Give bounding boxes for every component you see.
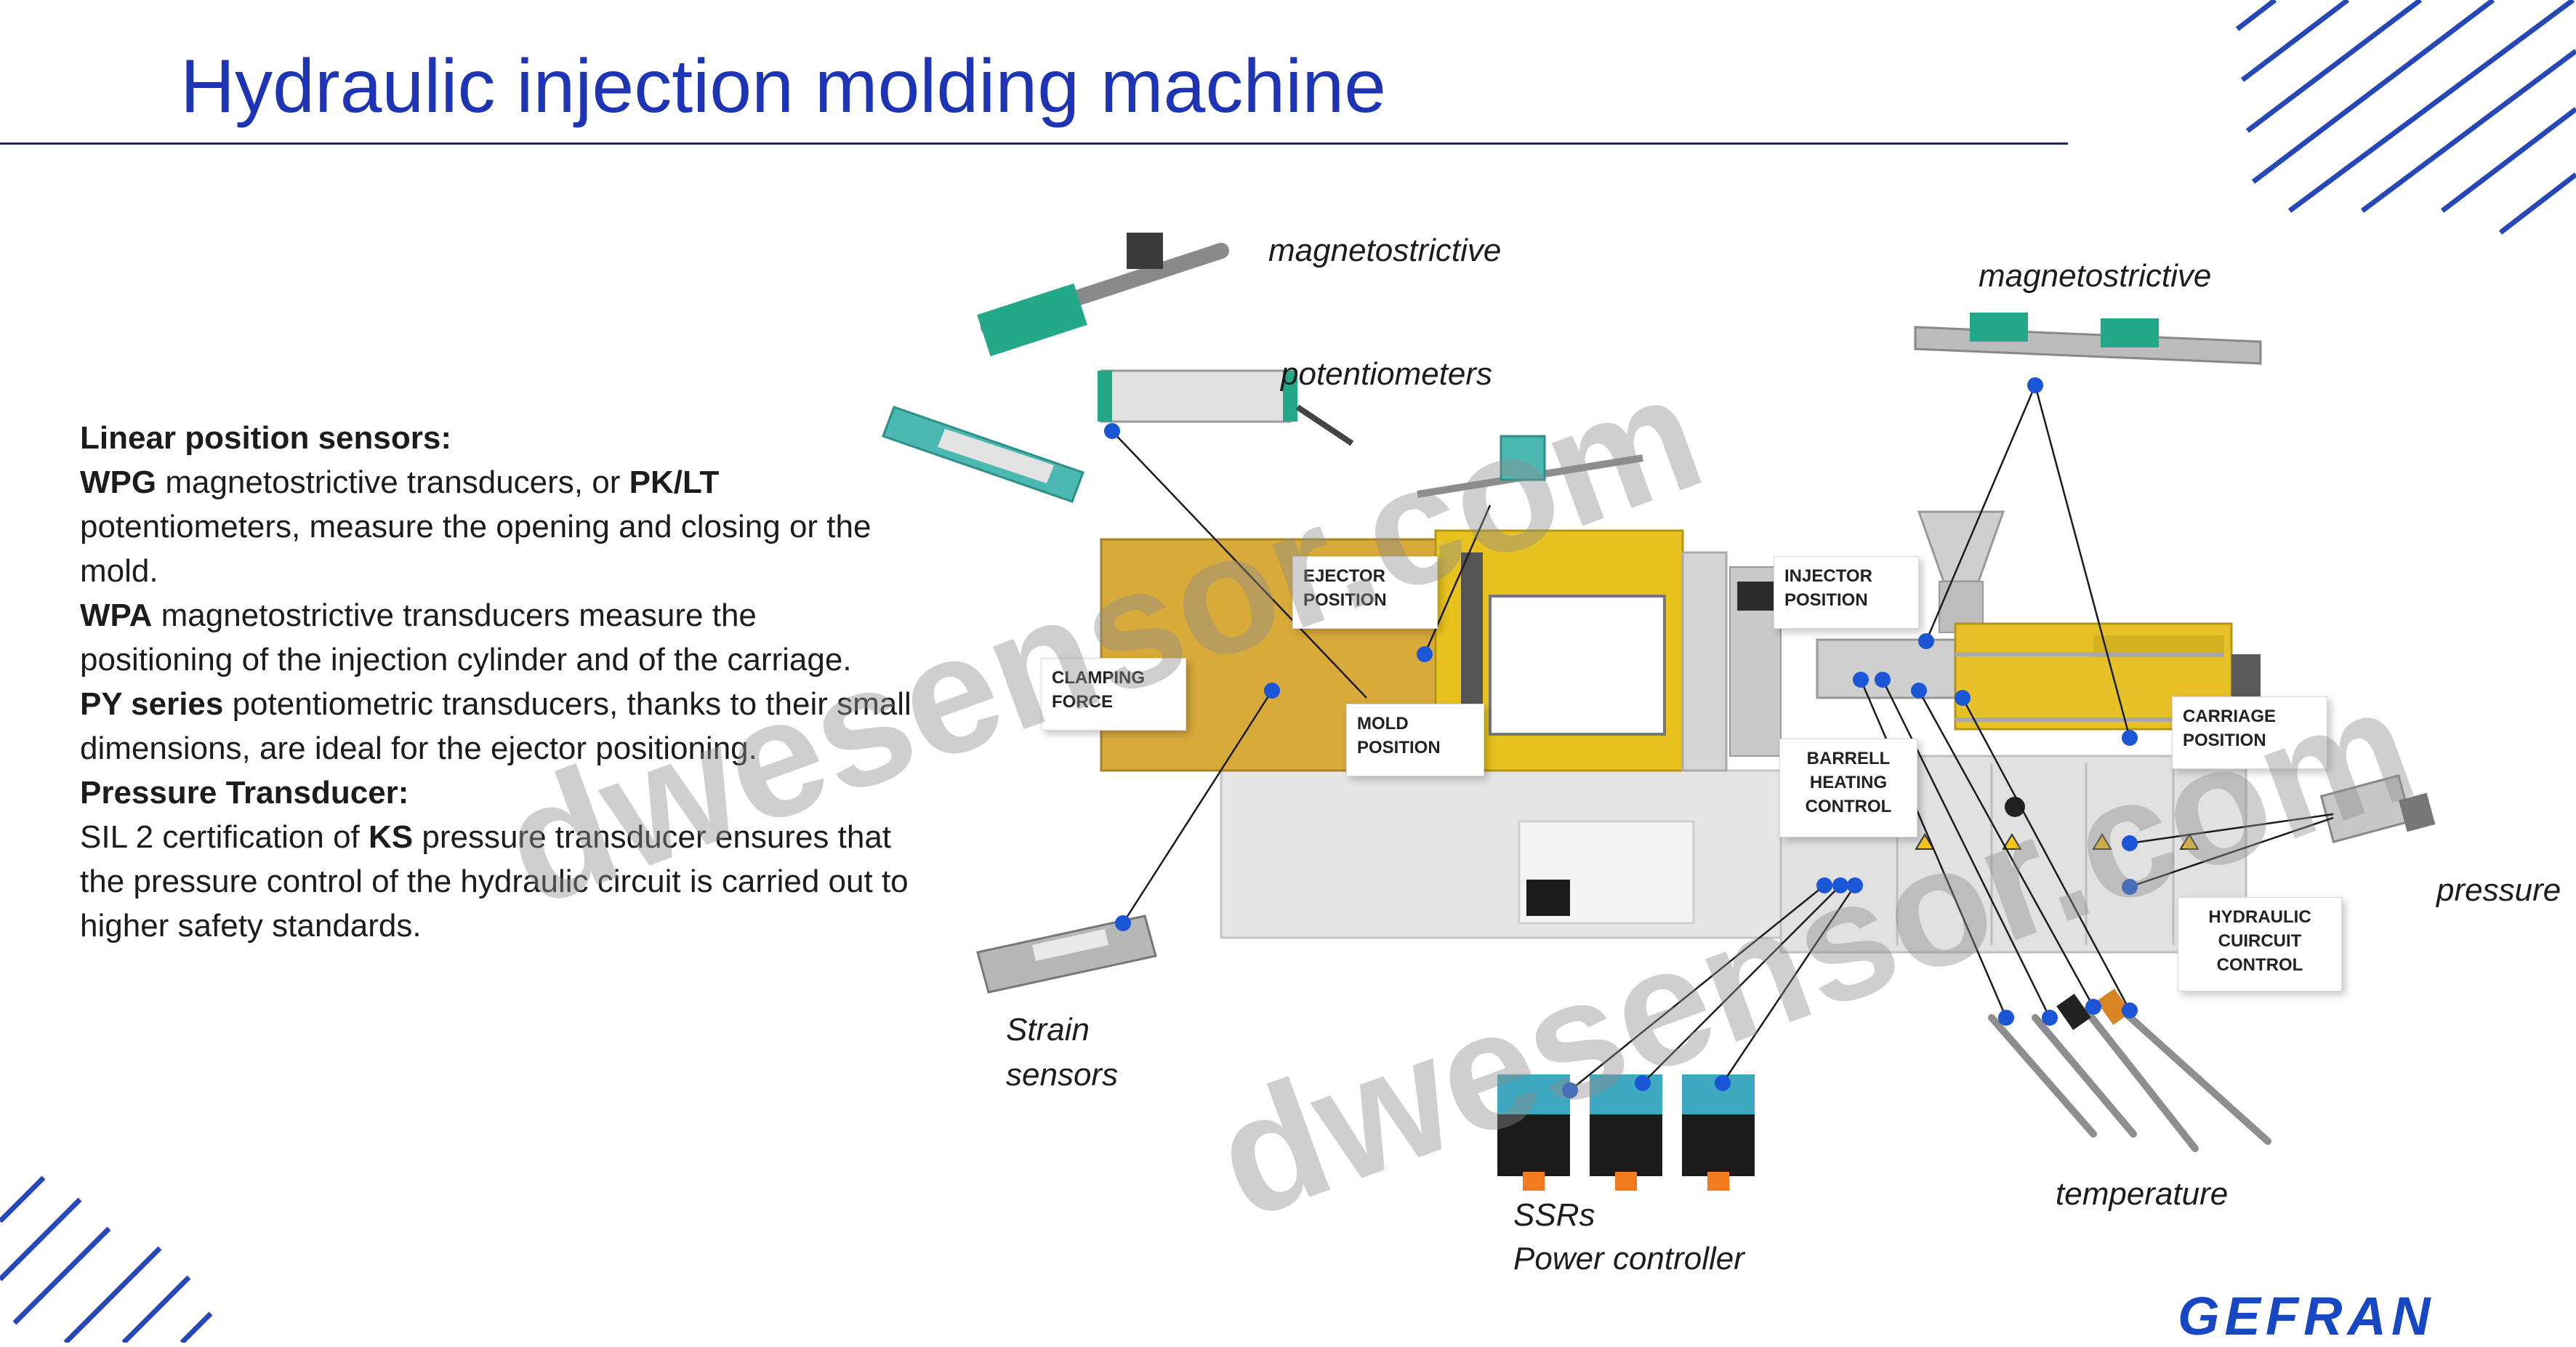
sensor-thermocouples: [1988, 989, 2271, 1152]
label-clamping-force: CLAMPING FORCE: [1041, 658, 1186, 731]
label-barrell-heating-control: BARRELL HEATING CONTROL: [1779, 739, 1917, 837]
sensor-pressure: [2319, 774, 2436, 843]
sil-text-b: pressure transducer ensures that the pre…: [80, 819, 909, 944]
caption-potentiometers: potentiometers: [1281, 356, 1493, 392]
gefran-logo: GEFRAN: [2178, 1286, 2436, 1346]
label-barrell-line1: BARRELL: [1806, 749, 1891, 768]
sensor-magnetostrictive-left: [977, 233, 1229, 357]
label-barrell-line2: HEATING: [1809, 773, 1888, 792]
sensor-potentiometer-left: [882, 406, 1084, 503]
caption-temperature: temperature: [2056, 1176, 2229, 1212]
caption-magnetostrictive-left: magnetostrictive: [1268, 233, 1502, 268]
heading-linear-sensors: Linear position sensors:: [80, 420, 451, 456]
label-hydraulic-circuit-control: HYDRAULIC CUIRCUIT CONTROL: [2178, 897, 2342, 992]
label-clamping-line2: FORCE: [1052, 692, 1113, 712]
sensor-potentiometer-center: [1098, 369, 1354, 446]
page-title: Hydraulic injection molding machine: [180, 44, 1387, 129]
title-underline: [0, 142, 2068, 145]
label-ejector-line1: EJECTOR: [1303, 566, 1385, 586]
caption-magnetostrictive-right: magnetostrictive: [1979, 258, 2212, 294]
sensor-magnetostrictive-right: [1914, 313, 2262, 365]
label-mold-line2: POSITION: [1357, 738, 1441, 757]
label-injector-line1: INJECTOR: [1784, 566, 1872, 586]
corner-stripes-top-right: [2235, 0, 2576, 235]
label-carriage-line1: CARRIAGE: [2183, 707, 2277, 726]
wpa-text: magnetostrictive transducers measure the…: [80, 598, 852, 677]
label-mold-position: MOLD POSITION: [1346, 704, 1484, 776]
wpg-text-a: magnetostrictive transducers, or: [156, 465, 629, 500]
wpg-text-b: potentiometers, measure the opening and …: [80, 509, 872, 589]
py-text: potentiometric transducers, thanks to th…: [80, 686, 911, 766]
corner-stripes-bottom-left: [0, 1175, 213, 1343]
label-hydraulic-line3: CONTROL: [2216, 955, 2303, 975]
connector-dots: [1104, 377, 2138, 1098]
wpg-name: WPG: [80, 465, 157, 500]
ssr-modules: [1497, 1074, 1755, 1191]
description-text: Linear position sensors: WPG magnetostri…: [80, 416, 916, 948]
label-clamping-line1: CLAMPING: [1052, 668, 1145, 688]
label-carriage-position: CARRIAGE POSITION: [2172, 696, 2327, 769]
pklt-name: PK/LT: [629, 465, 720, 500]
sil-text-a: SIL 2 certification of: [80, 819, 369, 855]
caption-ssrs: SSRs: [1513, 1197, 1595, 1233]
label-carriage-line2: POSITION: [2183, 731, 2266, 750]
ks-name: KS: [369, 819, 414, 855]
caption-pressure: pressure: [2436, 872, 2561, 908]
label-hydraulic-line2: CUIRCUIT: [2218, 931, 2302, 951]
sensor-strain: [976, 914, 1157, 994]
label-ejector-line2: POSITION: [1303, 590, 1387, 610]
label-barrell-line3: CONTROL: [1805, 797, 1892, 816]
heading-pressure-transducer: Pressure Transducer:: [80, 775, 409, 811]
py-name: PY series: [80, 686, 224, 722]
caption-strain-line1: Strain: [1006, 1012, 1090, 1048]
label-hydraulic-line1: HYDRAULIC: [2208, 907, 2311, 927]
label-injector-position: INJECTOR POSITION: [1774, 556, 1919, 629]
caption-power-controller: Power controller: [1513, 1241, 1744, 1276]
machine-base: [1220, 755, 2247, 954]
caption-strain-line2: sensors: [1006, 1057, 1119, 1093]
label-injector-line2: POSITION: [1784, 590, 1868, 610]
label-mold-line1: MOLD: [1357, 714, 1409, 733]
wpa-name: WPA: [80, 598, 153, 633]
label-ejector-position: EJECTOR POSITION: [1292, 556, 1438, 629]
sensor-py-ejector: [1417, 435, 1643, 498]
connector-lines: [1111, 385, 2334, 1091]
